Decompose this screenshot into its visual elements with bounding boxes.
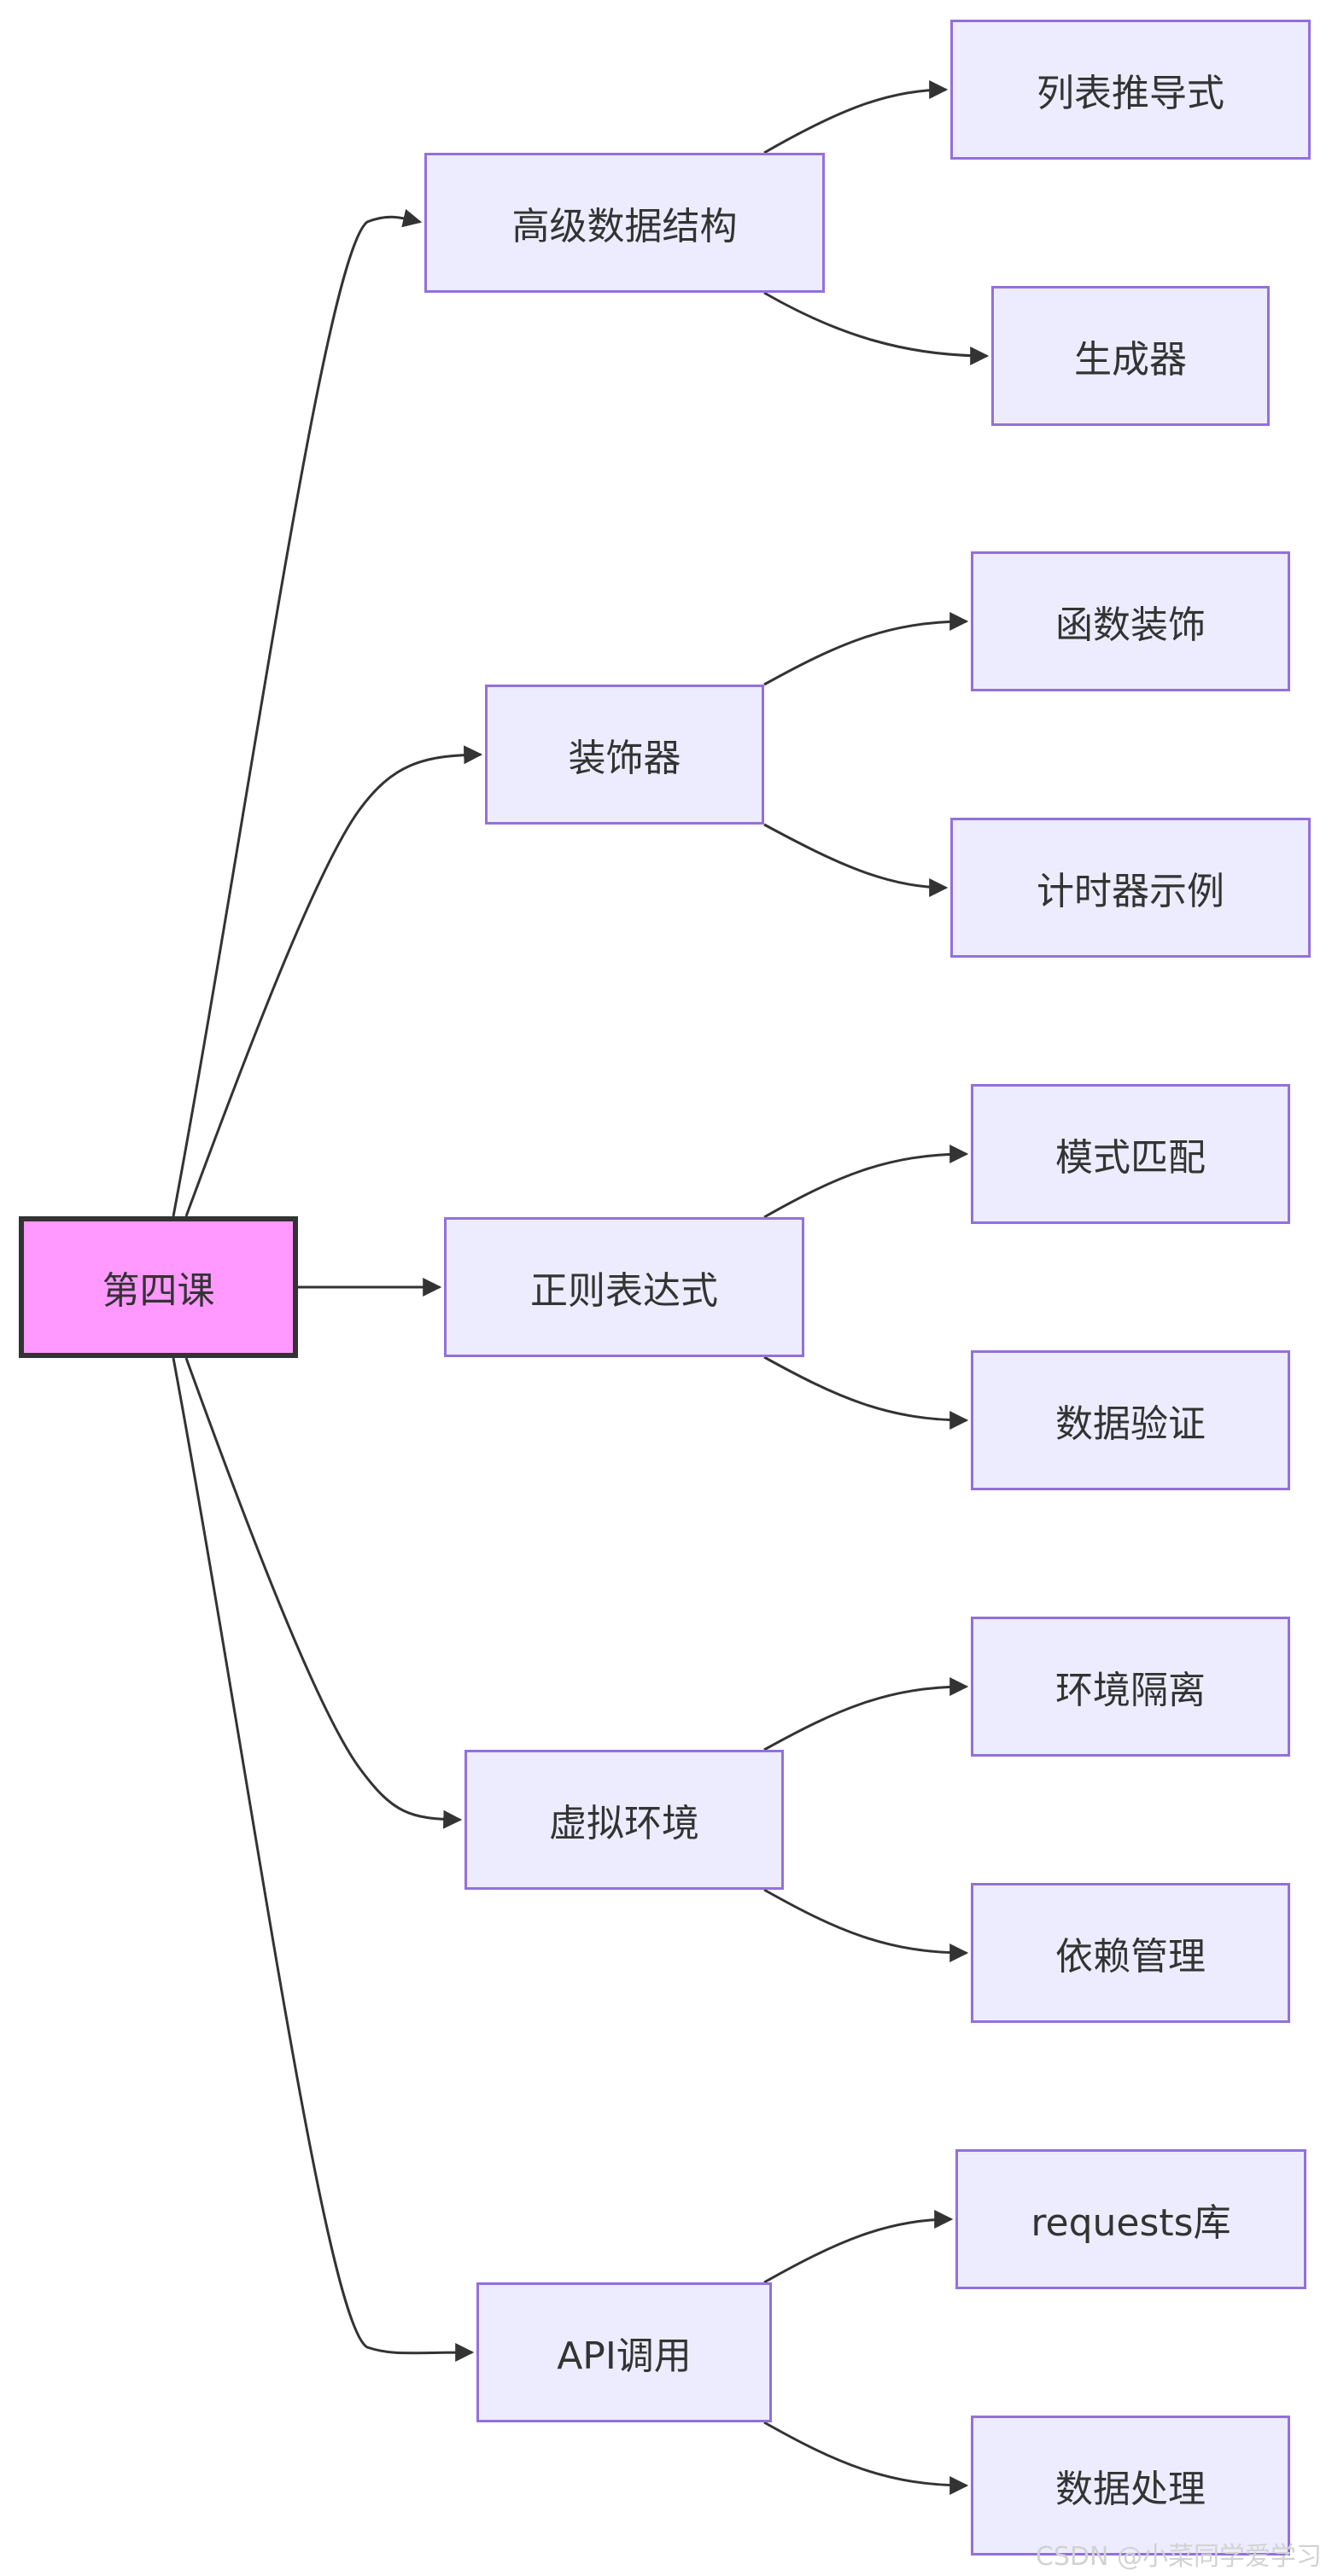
leaf-label: 列表推导式 [1037,72,1224,115]
leaf-node-function-decorator: 函数装饰 [971,551,1290,691]
leaf-label: requests库 [1031,2201,1231,2245]
edges-layer [172,80,990,2495]
root-label: 第四课 [102,1269,215,1313]
edge-branch-regex-to-data-validation [763,1355,969,1430]
watermark: CSDN @小菜同学爱学习 [1035,2542,1322,2572]
edge-root-to-branch-advanced-data-structures [172,208,423,1217]
edge-branch-advanced-data-structures-to-list-comprehension [763,80,949,154]
edge-root-to-branch-api-calls [172,1357,475,2363]
leaf-node-generator: 生成器 [991,286,1270,426]
edge-branch-virtual-env-to-dependency-management [763,1888,969,1962]
branch-label: 正则表达式 [530,1269,718,1313]
leaf-label: 数据处理 [1055,2468,1206,2511]
edge-branch-api-calls-to-data-processing [763,2421,969,2495]
leaf-label: 模式匹配 [1055,1136,1206,1180]
edge-root-to-branch-decorators [184,745,483,1217]
leaf-node-data-processing: 数据处理 [971,2416,1290,2556]
edge-root-to-branch-virtual-env [184,1357,463,1829]
leaf-node-list-comprehension: 列表推导式 [950,20,1311,160]
edge-branch-virtual-env-to-env-isolation [763,1677,969,1751]
edge-branch-decorators-to-timer-example [763,823,949,897]
leaf-node-dependency-management: 依赖管理 [971,1883,1290,2023]
leaf-node-requests-library: requests库 [955,2149,1306,2289]
leaf-label: 生成器 [1074,338,1187,382]
leaf-label: 计时器示例 [1037,870,1224,913]
branch-label: 虚拟环境 [549,1802,699,1845]
branch-node-virtual-env: 虚拟环境 [464,1750,784,1890]
leaf-node-pattern-matching: 模式匹配 [971,1084,1290,1224]
branch-label: 高级数据结构 [511,205,738,248]
edge-branch-decorators-to-function-decorator [763,612,969,686]
branch-node-advanced-data-structures: 高级数据结构 [424,153,825,293]
leaf-node-data-validation: 数据验证 [971,1350,1290,1490]
edge-branch-regex-to-pattern-matching [763,1145,969,1219]
branch-node-decorators: 装饰器 [485,685,764,825]
leaf-label: 依赖管理 [1055,1935,1206,1979]
leaf-label: 环境隔离 [1055,1669,1206,1712]
leaf-label: 数据验证 [1055,1402,1206,1446]
leaf-node-timer-example: 计时器示例 [950,818,1311,958]
branch-label: API调用 [557,2334,692,2378]
edge-branch-api-calls-to-requests-library [763,2210,954,2284]
root-node: 第四课 [19,1216,298,1358]
branch-label: 装饰器 [568,737,681,780]
leaf-label: 函数装饰 [1055,603,1206,647]
branch-node-api-calls: API调用 [476,2282,772,2422]
leaf-node-env-isolation: 环境隔离 [971,1617,1290,1757]
branch-node-regex: 正则表达式 [444,1217,804,1357]
edge-branch-advanced-data-structures-to-generator [763,291,990,365]
